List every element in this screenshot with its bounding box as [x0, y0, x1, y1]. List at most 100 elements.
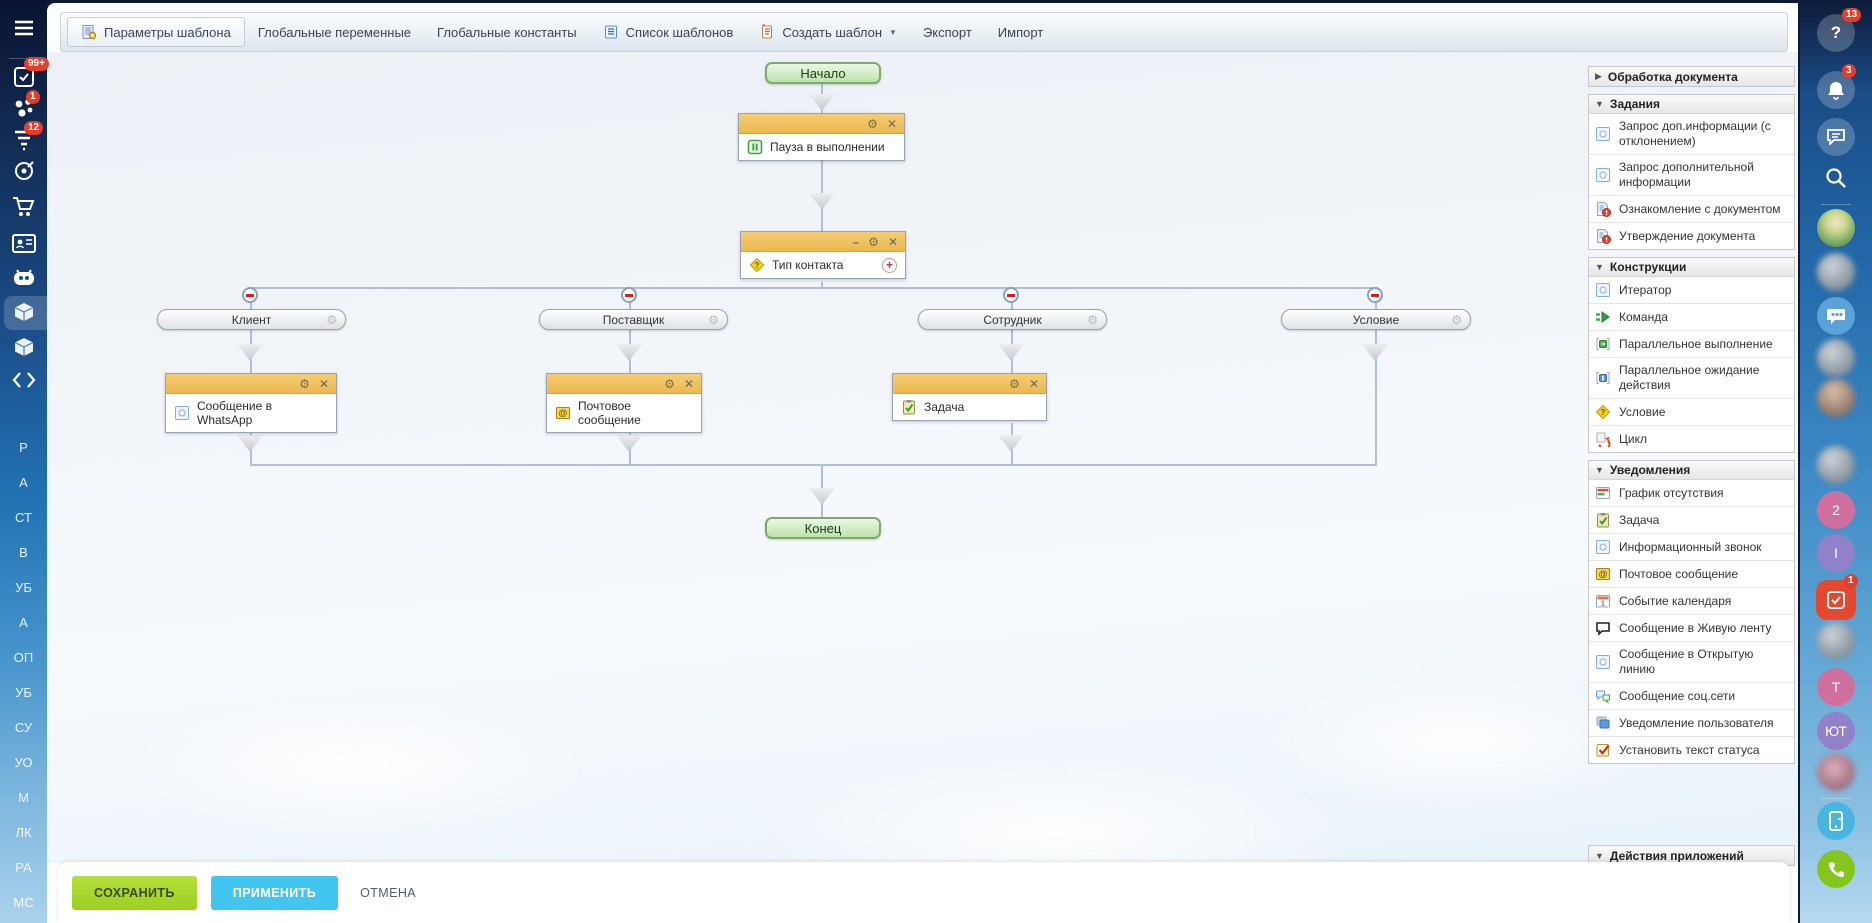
panel-item[interactable]: Информационный звонок: [1589, 533, 1794, 560]
cube-icon[interactable]: [13, 337, 35, 359]
settings-icon[interactable]: ⚙: [1087, 312, 1098, 327]
condition-block[interactable]: – ⚙ ✕ Тип контакта +: [740, 231, 906, 279]
panel-item[interactable]: График отсутствия: [1589, 480, 1794, 506]
panel-item[interactable]: Сообщение в Открытую линию: [1589, 641, 1794, 682]
sidebar-item-ub2[interactable]: УБ: [15, 685, 32, 700]
export-button[interactable]: Экспорт: [910, 19, 985, 46]
tasks-icon[interactable]: [13, 66, 35, 88]
mobile-app-button[interactable]: [1817, 802, 1855, 840]
cart-icon[interactable]: [12, 196, 36, 218]
sidebar-item-lk[interactable]: ЛК: [15, 825, 32, 840]
delete-icon[interactable]: ✕: [1028, 376, 1039, 391]
minimize-icon[interactable]: –: [852, 234, 860, 249]
end-node[interactable]: Конец: [765, 517, 881, 539]
avatar[interactable]: [1817, 339, 1855, 377]
panel-section-header[interactable]: ▼ Уведомления: [1589, 461, 1794, 480]
messenger-button[interactable]: [1817, 118, 1855, 156]
panel-item[interactable]: Утверждение документа: [1589, 222, 1794, 249]
settings-icon[interactable]: ⚙: [299, 376, 310, 391]
chat-chip[interactable]: I: [1817, 534, 1855, 572]
branch-employee[interactable]: Сотрудник⚙: [918, 309, 1107, 330]
avatar[interactable]: [1817, 253, 1855, 291]
panel-section-header[interactable]: ▼ Конструкции: [1589, 258, 1794, 277]
menu-icon[interactable]: [14, 20, 34, 36]
target-icon[interactable]: [13, 160, 35, 182]
start-node[interactable]: Начало: [765, 62, 881, 84]
global-constants-button[interactable]: Глобальные константы: [424, 19, 590, 46]
create-template-button[interactable]: Создать шаблон ▼: [746, 18, 910, 46]
bot-icon[interactable]: [12, 267, 36, 287]
settings-icon[interactable]: ⚙: [708, 312, 719, 327]
settings-icon[interactable]: ⚙: [867, 116, 878, 131]
sidebar-item-a[interactable]: А: [19, 475, 28, 490]
sidebar-item-ms[interactable]: МС: [13, 895, 34, 910]
pause-block[interactable]: ⚙ ✕ Пауза в выполнении: [738, 113, 905, 161]
settings-icon[interactable]: ⚙: [664, 376, 675, 391]
panel-item[interactable]: Цикл: [1589, 425, 1794, 452]
chat-chip[interactable]: Т: [1817, 668, 1855, 706]
panel-item[interactable]: Событие календаря: [1589, 587, 1794, 614]
task-block[interactable]: ⚙ ✕ Задача: [892, 373, 1047, 421]
panel-item[interactable]: Установить текст статуса: [1589, 736, 1794, 763]
panel-section-header[interactable]: ▼ Задания: [1589, 95, 1794, 114]
panel-section-header[interactable]: ▶ Обработка документа: [1589, 67, 1794, 86]
delete-icon[interactable]: ✕: [886, 116, 897, 131]
panel-section-header[interactable]: ▼ Действия приложений: [1589, 846, 1794, 865]
collapse-branch-button[interactable]: [1367, 287, 1383, 303]
sidebar-item-st[interactable]: СТ: [15, 510, 32, 525]
sidebar-item-a2[interactable]: А: [19, 615, 28, 630]
template-list-button[interactable]: Список шаблонов: [590, 18, 747, 46]
contact-card-icon[interactable]: [11, 234, 36, 253]
collapse-branch-button[interactable]: [1003, 287, 1019, 303]
panel-item[interactable]: Команда: [1589, 303, 1794, 330]
panel-item[interactable]: Итератор: [1589, 277, 1794, 303]
notifications-button[interactable]: [1817, 71, 1855, 109]
apply-button[interactable]: ПРИМЕНИТЬ: [210, 875, 339, 910]
sitemap-cube-icon[interactable]: [13, 302, 35, 324]
panel-item[interactable]: Почтовое сообщение: [1589, 560, 1794, 587]
sidebar-item-ub[interactable]: УБ: [15, 580, 32, 595]
panel-item[interactable]: Запрос дополнительной информации: [1589, 154, 1794, 195]
code-icon[interactable]: [12, 371, 36, 389]
panel-item[interactable]: Уведомление пользователя: [1589, 709, 1794, 736]
collapse-branch-button[interactable]: [621, 287, 637, 303]
chat-chip[interactable]: ЮТ: [1817, 712, 1855, 750]
avatar[interactable]: [1817, 379, 1855, 417]
sidebar-item-ra[interactable]: РА: [15, 860, 32, 875]
panel-item[interactable]: Параллельное ожидание действия: [1589, 357, 1794, 398]
panel-item[interactable]: Сообщение в Живую ленту: [1589, 614, 1794, 641]
panel-item[interactable]: Параллельное выполнение: [1589, 330, 1794, 357]
sidebar-item-op[interactable]: ОП: [13, 650, 34, 665]
branch-client[interactable]: Клиент⚙: [157, 309, 346, 330]
settings-icon[interactable]: ⚙: [1009, 376, 1020, 391]
cancel-button[interactable]: ОТМЕНА: [352, 876, 424, 910]
settings-icon[interactable]: ⚙: [326, 312, 337, 327]
network-icon[interactable]: [13, 97, 35, 119]
import-button[interactable]: Импорт: [985, 19, 1056, 46]
settings-icon[interactable]: ⚙: [868, 234, 879, 249]
panel-item[interactable]: Задача: [1589, 506, 1794, 533]
sidebar-item-su[interactable]: СУ: [14, 720, 33, 735]
chat-chip[interactable]: 2: [1817, 491, 1855, 529]
global-variables-button[interactable]: Глобальные переменные: [245, 19, 424, 46]
delete-icon[interactable]: ✕: [887, 234, 898, 249]
sidebar-item-r[interactable]: Р: [19, 440, 28, 455]
avatar[interactable]: [1817, 446, 1855, 484]
avatar[interactable]: [1817, 753, 1855, 791]
delete-icon[interactable]: ✕: [318, 376, 329, 391]
add-branch-button[interactable]: +: [882, 257, 897, 273]
email-message-block[interactable]: ⚙ ✕ Почтовое сообщение: [546, 373, 702, 433]
group-chat-button[interactable]: [1817, 297, 1855, 335]
panel-item[interactable]: Условие: [1589, 398, 1794, 425]
save-button[interactable]: СОХРАНИТЬ: [72, 875, 197, 910]
call-button[interactable]: [1817, 850, 1855, 888]
settings-icon[interactable]: ⚙: [1451, 312, 1462, 327]
sidebar-item-uo[interactable]: УО: [14, 755, 33, 770]
sidebar-item-m[interactable]: М: [18, 790, 29, 805]
avatar[interactable]: [1817, 209, 1855, 247]
branch-condition[interactable]: Условие⚙: [1281, 309, 1471, 330]
collapse-branch-button[interactable]: [242, 287, 258, 303]
workflow-canvas[interactable]: Начало ⚙ ✕ Пауза в выполнении – ⚙ ✕ Тип …: [47, 52, 1798, 863]
branch-supplier[interactable]: Поставщик⚙: [539, 309, 728, 330]
avatar[interactable]: [1817, 622, 1855, 660]
